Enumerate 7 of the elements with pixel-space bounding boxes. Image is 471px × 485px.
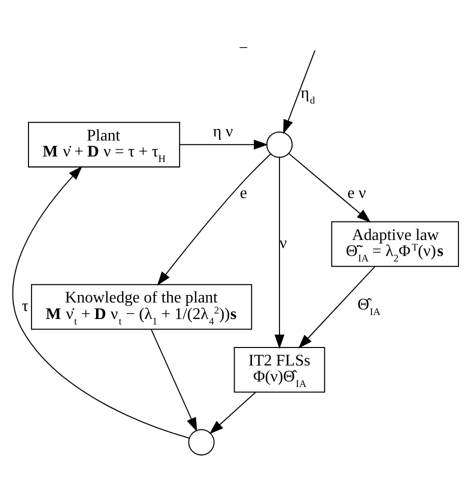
edge-label: Θ̂$_{IA}$: [358, 295, 380, 318]
edge-label: e: [240, 184, 248, 202]
edge-label: η$_{d}$: [300, 83, 315, 106]
edge-label: τ: [22, 296, 28, 314]
edge-label: η ν: [213, 122, 233, 140]
label: −: [238, 38, 248, 57]
edge-label: e ν: [347, 184, 366, 202]
